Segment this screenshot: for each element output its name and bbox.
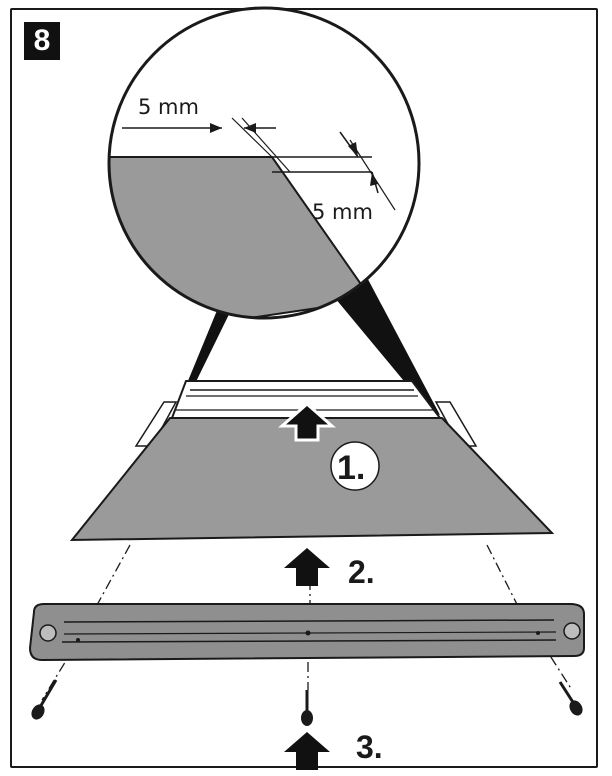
- dimension-label-vertical: 5 mm: [312, 200, 373, 224]
- dimension-label-horizontal: 5 mm: [138, 95, 199, 119]
- step-1-badge: 1.: [330, 441, 380, 491]
- rail-hole-right: [563, 622, 581, 640]
- mounting-rail: [28, 603, 585, 662]
- up-arrow-icon: [284, 732, 330, 770]
- screw-icon: [301, 690, 313, 726]
- step-2-label: 2.: [348, 554, 375, 590]
- up-arrow-icon: [278, 402, 336, 442]
- screw-icon: [558, 681, 583, 716]
- step-3-label: 3.: [356, 729, 383, 765]
- step-number-badge: 8: [24, 22, 60, 60]
- trapezoid-panel: [69, 417, 555, 542]
- step-1-label: 1.: [337, 449, 365, 487]
- zoom-cone-right: [330, 268, 440, 415]
- up-arrow-icon: [284, 548, 330, 586]
- rail-hole-left: [39, 624, 57, 642]
- screw-icon: [31, 679, 58, 720]
